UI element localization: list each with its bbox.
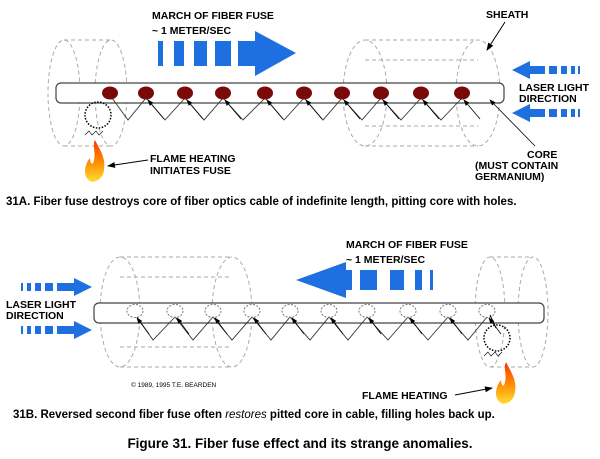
restored-hole xyxy=(166,304,184,318)
core-hole xyxy=(177,86,193,100)
caption-31b-post: pitted core in cable, filling holes back… xyxy=(267,409,495,421)
flame-pointer xyxy=(107,159,149,168)
laser-label-1: LASER LIGHT xyxy=(519,82,590,94)
right-cylinder-sheath xyxy=(474,256,549,368)
light-ray-arrow xyxy=(330,317,344,335)
light-ray-arrow xyxy=(176,317,190,335)
light-ray-arrow xyxy=(382,99,400,120)
laser-arrows-right xyxy=(21,278,92,339)
caption-31b-emphasis: restores xyxy=(225,409,267,421)
light-ray-arrow xyxy=(305,99,323,120)
caption-31b: 31B. Reversed second fiber fuse often re… xyxy=(13,409,495,421)
light-ray-arrow xyxy=(266,99,284,120)
light-ray-arrow xyxy=(224,99,242,120)
restored-hole xyxy=(478,304,496,318)
flame-pointer xyxy=(454,386,493,396)
laser-arrows-left xyxy=(512,61,580,122)
burst-icon xyxy=(84,101,112,136)
restored-hole xyxy=(204,304,222,318)
light-ray-arrow xyxy=(136,317,150,335)
core-hole xyxy=(215,86,231,100)
core-hole xyxy=(413,86,429,100)
sheath-pointer xyxy=(486,21,506,51)
core-hole xyxy=(334,86,350,100)
core-hole xyxy=(373,86,389,100)
core-holes xyxy=(102,86,481,120)
core-hole xyxy=(296,86,312,100)
caption-31b-pre: 31B. Reversed second fiber fuse often xyxy=(13,409,225,421)
light-zigzag xyxy=(136,316,488,341)
laser-label-2: DIRECTION xyxy=(6,310,64,322)
core-label-1: CORE xyxy=(527,149,557,161)
flame-label-2: INITIATES FUSE xyxy=(150,165,231,177)
march-label: MARCH OF FIBER FUSE xyxy=(346,239,468,251)
core-label-2: (MUST CONTAIN xyxy=(475,160,558,172)
core-pointer xyxy=(489,99,536,147)
light-ray-arrow xyxy=(147,99,165,120)
march-label: MARCH OF FIBER FUSE xyxy=(152,10,274,22)
core-hole xyxy=(138,86,154,100)
core-hole xyxy=(102,86,118,100)
light-ray-arrow xyxy=(343,99,361,120)
light-ray-arrow xyxy=(449,317,463,335)
light-ray-arrow xyxy=(422,99,440,120)
core-hole xyxy=(257,86,273,100)
figure-caption: Figure 31. Fiber fuse effect and its str… xyxy=(127,436,472,451)
laser-label-2: DIRECTION xyxy=(519,93,577,105)
burst-icon xyxy=(483,314,511,357)
restored-core-holes xyxy=(126,304,502,335)
speed-label: ~ 1 METER/SEC xyxy=(346,254,425,266)
light-zigzag xyxy=(111,97,463,121)
light-ray-arrow xyxy=(368,317,382,335)
flame-label: FLAME HEATING xyxy=(362,390,448,402)
sheath-label: SHEATH xyxy=(486,9,528,21)
speed-label: ~ 1 METER/SEC xyxy=(152,25,231,37)
restored-hole xyxy=(281,304,299,318)
restored-hole xyxy=(399,304,417,318)
light-ray-arrow xyxy=(214,317,228,335)
light-ray-arrow xyxy=(463,99,481,120)
light-ray-arrow xyxy=(253,317,267,335)
flame-label-1: FLAME HEATING xyxy=(150,153,236,165)
light-ray-arrow xyxy=(186,99,204,120)
flame-icon xyxy=(496,362,516,404)
panel-31b: MARCH OF FIBER FUSE ~ 1 METER/SEC LASER … xyxy=(6,239,549,421)
flame-icon xyxy=(85,140,105,182)
restored-hole xyxy=(358,304,376,318)
fiber-core-tube xyxy=(93,302,545,324)
light-ray-arrow xyxy=(291,317,305,335)
caption-31a: 31A. Fiber fuse destroys core of fiber o… xyxy=(6,196,517,208)
panel-31a: MARCH OF FIBER FUSE ~ 1 METER/SEC SHEATH… xyxy=(6,9,590,208)
march-arrow-right xyxy=(158,31,296,76)
march-arrow-left xyxy=(296,262,433,298)
core-hole xyxy=(454,86,470,100)
fiber-core-tube xyxy=(55,82,505,104)
copyright-text: © 1989, 1995 T.E. BEARDEN xyxy=(131,381,217,389)
restored-hole xyxy=(126,304,144,318)
restored-hole xyxy=(243,304,261,318)
light-ray-arrow xyxy=(409,317,423,335)
restored-hole xyxy=(439,304,457,318)
core-label-3: GERMANIUM) xyxy=(475,171,544,183)
laser-label-1: LASER LIGHT xyxy=(6,299,77,311)
restored-hole xyxy=(320,304,338,318)
